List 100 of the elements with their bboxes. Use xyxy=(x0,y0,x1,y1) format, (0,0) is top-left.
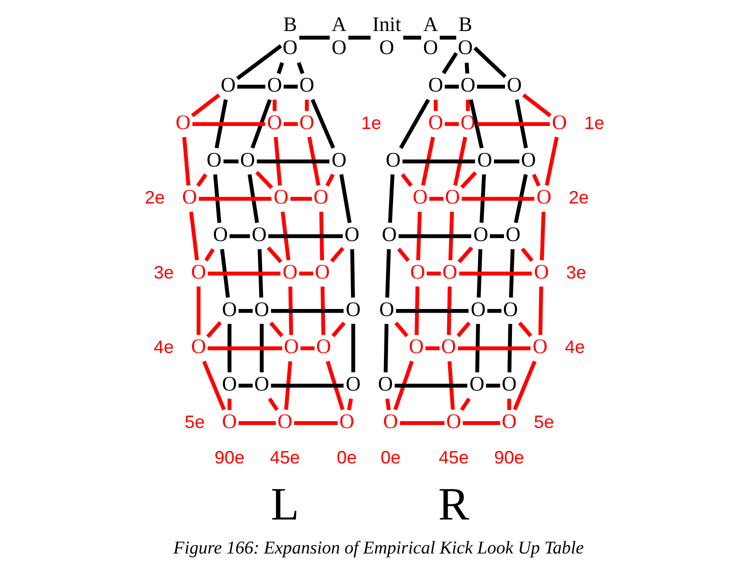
connector xyxy=(402,159,476,164)
connector xyxy=(397,248,410,262)
connector xyxy=(512,360,537,410)
connector xyxy=(238,308,253,313)
connector xyxy=(223,159,239,164)
connector xyxy=(299,36,330,40)
connector xyxy=(384,324,388,372)
connector xyxy=(310,98,336,149)
connector xyxy=(514,174,528,224)
node-text: O xyxy=(536,186,552,209)
connector xyxy=(476,249,482,298)
connector xyxy=(319,212,324,260)
node-text: O xyxy=(282,37,298,60)
connector xyxy=(477,84,505,89)
label: 3e xyxy=(154,262,174,282)
label: 90e xyxy=(214,447,245,468)
node-text: O xyxy=(470,298,486,321)
connector xyxy=(494,159,520,164)
connector xyxy=(473,46,507,78)
node-text: O xyxy=(277,410,292,433)
node-text: O xyxy=(282,261,298,284)
node-text: O xyxy=(442,261,458,284)
connector xyxy=(258,249,264,298)
node-text: O xyxy=(191,261,206,284)
node-text: O xyxy=(299,112,314,134)
label: 4e xyxy=(154,337,174,358)
connector xyxy=(189,212,199,260)
label: 45e xyxy=(270,447,300,468)
node-text: O xyxy=(379,37,394,60)
connector xyxy=(294,421,338,425)
connector xyxy=(348,36,371,40)
node-text: O xyxy=(460,74,476,97)
connector xyxy=(307,136,320,186)
connector xyxy=(272,100,277,111)
connector xyxy=(290,196,312,201)
node-text: O xyxy=(346,298,361,321)
connector xyxy=(487,308,502,313)
connector xyxy=(351,324,356,372)
node-text: O xyxy=(378,374,393,396)
connector xyxy=(507,324,512,372)
node-text: O xyxy=(299,74,314,97)
connector xyxy=(191,93,220,118)
connector xyxy=(182,136,190,186)
connector xyxy=(198,196,272,201)
node-label: A xyxy=(332,14,347,36)
connector xyxy=(398,234,472,238)
node-text: O xyxy=(428,112,444,134)
connector xyxy=(403,36,422,40)
node-text: O xyxy=(222,298,237,321)
node-text: O xyxy=(314,261,330,284)
label: 2e xyxy=(568,188,589,208)
connector xyxy=(320,286,326,335)
node-text: O xyxy=(382,224,397,246)
node-text: O xyxy=(410,261,426,284)
connector xyxy=(196,286,200,335)
label: 0e xyxy=(336,447,357,468)
node-text: O xyxy=(470,374,484,396)
connector xyxy=(284,361,292,410)
node-text: O xyxy=(445,186,460,209)
connector xyxy=(448,212,454,260)
label: 5e xyxy=(184,412,205,432)
connector xyxy=(544,136,559,186)
connector xyxy=(509,249,515,298)
connector xyxy=(237,84,266,89)
connector xyxy=(266,246,282,264)
node-text: O xyxy=(314,186,328,209)
connector xyxy=(400,173,413,187)
node-text: O xyxy=(332,37,347,60)
node-text: O xyxy=(428,74,444,97)
node-text: O xyxy=(182,186,197,209)
connector xyxy=(238,421,276,425)
connector xyxy=(236,44,282,80)
node-text: O xyxy=(222,374,237,396)
connector xyxy=(220,248,230,298)
node-text: O xyxy=(254,298,270,321)
connector xyxy=(208,346,282,350)
label: 2e xyxy=(144,188,165,208)
node-text: O xyxy=(383,410,398,433)
connector xyxy=(248,174,259,224)
connector xyxy=(446,286,452,335)
connector xyxy=(271,308,344,313)
connector xyxy=(426,272,441,276)
label: 0e xyxy=(380,447,401,468)
connector xyxy=(414,286,420,335)
connector xyxy=(206,321,222,338)
node-text: O xyxy=(254,374,270,396)
label: 4e xyxy=(564,337,585,358)
node-text: O xyxy=(460,112,476,134)
node-text: O xyxy=(532,336,548,358)
connector xyxy=(464,62,470,74)
node-text: O xyxy=(473,224,488,246)
node-text: O xyxy=(458,37,473,60)
connector xyxy=(268,234,343,238)
label: R xyxy=(438,479,470,530)
connector xyxy=(480,174,486,223)
node-text: O xyxy=(339,410,354,433)
node-text: O xyxy=(503,298,518,321)
node-text: O xyxy=(220,74,236,97)
connector xyxy=(540,212,546,260)
label: 1e xyxy=(584,112,604,133)
